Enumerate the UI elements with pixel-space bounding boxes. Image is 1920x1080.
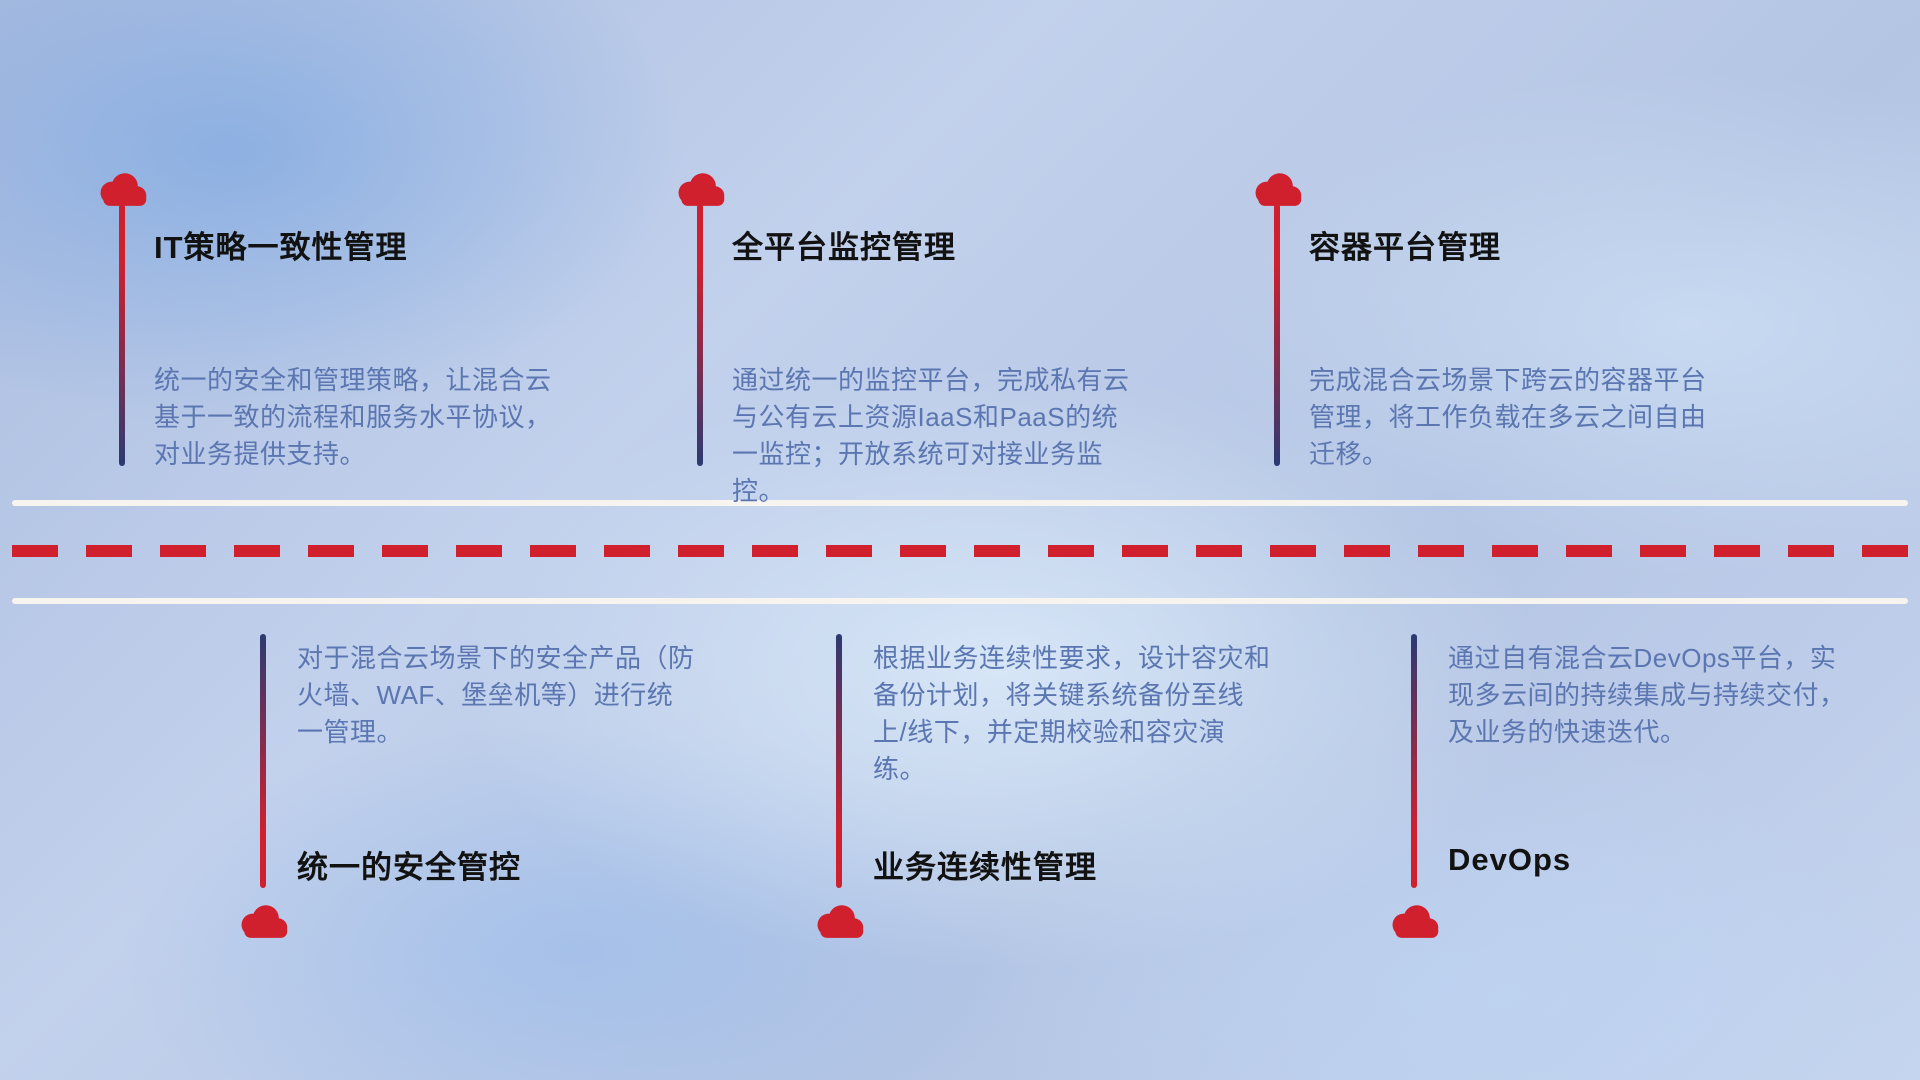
timeline-item-security-control: 对于混合云场景下的安全产品（防火墙、WAF、堡垒机等）进行统一管理。 统一的安全… [235, 630, 715, 960]
road-line-top [12, 500, 1908, 506]
item-description: 根据业务连续性要求，设计容灾和备份计划，将关键系统备份至线上/线下，并定期校验和… [873, 643, 1271, 784]
item-description: 通过自有混合云DevOps平台，实现多云间的持续集成与持续交付，及业务的快速迭代… [1448, 643, 1846, 747]
timeline-connector [1274, 204, 1280, 466]
item-description: 完成混合云场景下跨云的容器平台管理，将工作负载在多云之间自由迁移。 [1309, 365, 1707, 469]
road-line-bottom [12, 598, 1908, 604]
timeline-connector [836, 634, 842, 888]
item-title: 统一的安全管控 [297, 850, 521, 885]
timeline-item-monitoring: 全平台监控管理 通过统一的监控平台，完成私有云与公有云上资源IaaS和PaaS的… [672, 170, 1152, 506]
cloud-icon [94, 170, 150, 210]
cloud-icon [1386, 902, 1442, 942]
item-title: 容器平台管理 [1309, 230, 1501, 265]
timeline-connector [119, 204, 125, 466]
cloud-icon [672, 170, 728, 210]
timeline-connector [697, 204, 703, 466]
item-description: 通过统一的监控平台，完成私有云与公有云上资源IaaS和PaaS的统一监控；开放系… [732, 365, 1130, 506]
road-dashed-line [12, 545, 1908, 557]
item-description: 对于混合云场景下的安全产品（防火墙、WAF、堡垒机等）进行统一管理。 [297, 643, 695, 747]
cloud-icon [235, 902, 291, 942]
timeline-connector [1411, 634, 1417, 888]
timeline-item-business-continuity: 根据业务连续性要求，设计容灾和备份计划，将关键系统备份至线上/线下，并定期校验和… [811, 630, 1291, 960]
item-title: DevOps [1448, 842, 1572, 877]
item-description: 统一的安全和管理策略，让混合云基于一致的流程和服务水平协议，对业务提供支持。 [154, 365, 552, 469]
timeline-item-devops: 通过自有混合云DevOps平台，实现多云间的持续集成与持续交付，及业务的快速迭代… [1386, 630, 1866, 960]
cloud-icon [811, 902, 867, 942]
item-title: 业务连续性管理 [873, 850, 1097, 885]
cloud-icon [1249, 170, 1305, 210]
timeline-item-it-policy: IT策略一致性管理 统一的安全和管理策略，让混合云基于一致的流程和服务水平协议，… [94, 170, 574, 500]
timeline-connector [260, 634, 266, 888]
item-title: IT策略一致性管理 [154, 230, 408, 265]
timeline-item-container-platform: 容器平台管理 完成混合云场景下跨云的容器平台管理，将工作负载在多云之间自由迁移。 [1249, 170, 1729, 500]
item-title: 全平台监控管理 [732, 230, 956, 265]
